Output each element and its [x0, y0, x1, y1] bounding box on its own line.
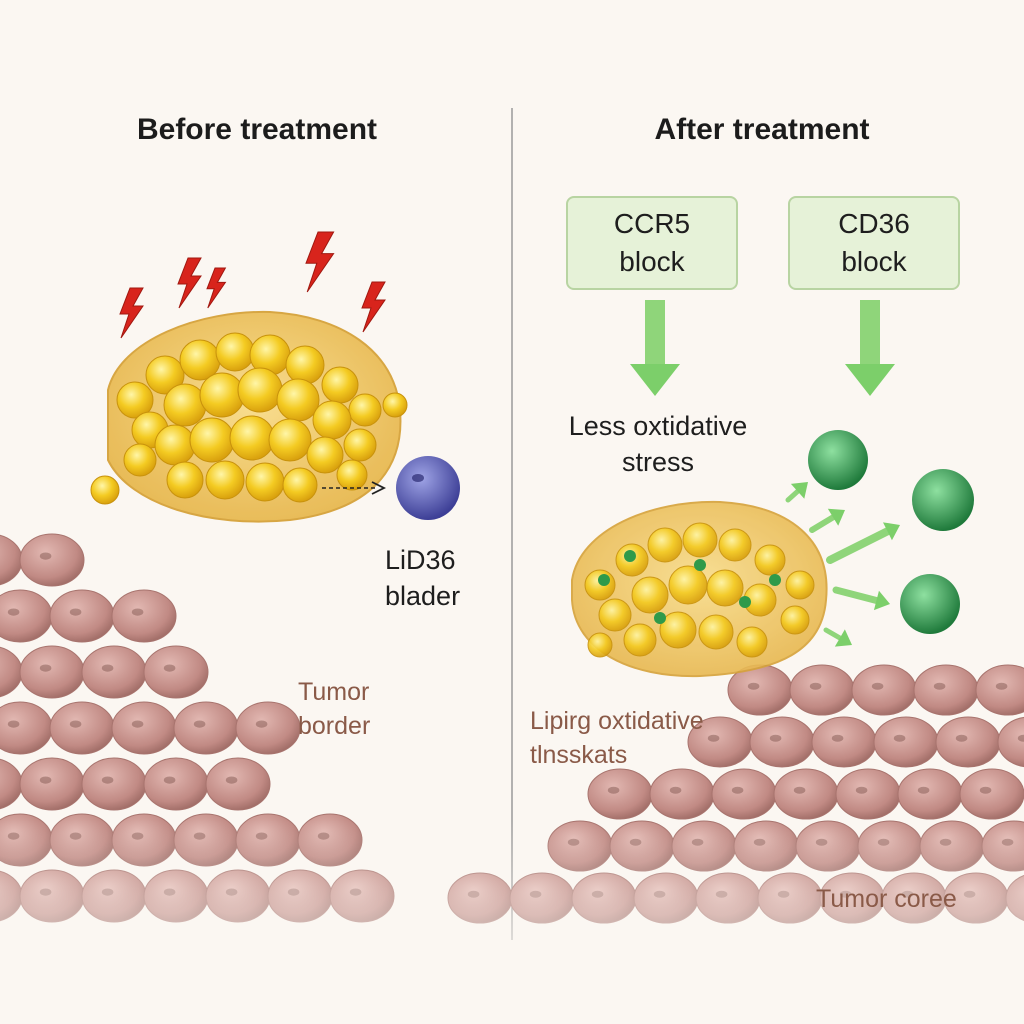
tumor-cell: [835, 768, 901, 820]
ccr5-block-box: CCR5 block: [566, 196, 738, 290]
lipid-droplet: [706, 569, 744, 607]
tumor-cell: [49, 701, 115, 755]
tumor-cell: [81, 645, 147, 699]
tumor-cell: [975, 664, 1024, 716]
effect-label: Less oxtidative stress: [568, 411, 748, 477]
tumor-cell: [19, 757, 85, 811]
tumor-cell: [997, 716, 1024, 768]
lipid-droplet: [382, 392, 408, 418]
lipid-droplet: [163, 383, 207, 427]
lipid-droplet: [312, 400, 352, 440]
immune-cell-blue: [396, 456, 460, 520]
lipid-droplet: [268, 418, 312, 462]
tumor-cell: [773, 768, 839, 820]
before-title: Before treatment: [136, 113, 378, 146]
immune-cell-green: [808, 430, 974, 634]
lipid-droplet: [659, 611, 697, 649]
lipid-droplet: [229, 415, 275, 461]
tumor-cell: [0, 589, 53, 643]
lipid-droplet: [285, 345, 325, 385]
lipid-droplet: [116, 381, 154, 419]
lipid-droplet: [90, 475, 120, 505]
cd36-block-box: CD36 block: [788, 196, 960, 290]
lipid-droplet: [166, 461, 204, 499]
lipid-droplet: [336, 459, 368, 491]
tumor-cell: [235, 701, 301, 755]
tumor-cell: [587, 768, 653, 820]
lipid-droplet: [348, 393, 382, 427]
tumor-cell: [173, 701, 239, 755]
lipid-droplet: [598, 598, 632, 632]
lipid-laden-cell-before: [90, 310, 408, 523]
tumor-cell: [205, 757, 271, 811]
lipid-droplet: [754, 544, 786, 576]
tumor-cell: [811, 716, 877, 768]
lightning-bolt-icon: [119, 231, 386, 339]
tumor-cell: [959, 768, 1024, 820]
arrow-down-icon: [845, 300, 895, 396]
lipid-droplet: [785, 570, 815, 600]
lipid-droplet: [123, 443, 157, 477]
tumor-cell: [81, 757, 147, 811]
tumor-cell: [649, 768, 715, 820]
lipid-droplet: [237, 367, 283, 413]
tumor-cell: [935, 716, 1001, 768]
tumor-cell: [19, 645, 85, 699]
tumor-cell: [913, 664, 979, 716]
lipid-droplet: [199, 372, 245, 418]
arrow-right-icon: [322, 481, 387, 495]
lipid-droplet: [587, 632, 613, 658]
tumor-cell: [19, 533, 85, 587]
lower-label: Lipirg oxtidative tlnsskats: [530, 707, 704, 769]
lipid-droplet: [698, 614, 734, 650]
tumor-cell: [49, 589, 115, 643]
cell-label: LiD36 blader: [385, 545, 461, 611]
lipid-droplet: [154, 424, 196, 466]
arrow-down-icon: [630, 300, 680, 396]
bottom-fade: [0, 820, 1024, 1024]
tumor-cell: [851, 664, 917, 716]
lipid-droplet: [584, 569, 616, 601]
tumor-cell: [143, 645, 209, 699]
lipid-cell-after: [571, 500, 828, 678]
lipid-droplet: [321, 366, 359, 404]
ccr5-block-label: CCR5 block: [613, 208, 691, 277]
lipid-droplet: [736, 626, 768, 658]
lipid-droplet: [668, 565, 708, 605]
tumor-cell: [111, 589, 177, 643]
tumor-cell: [111, 701, 177, 755]
lipid-droplet: [718, 528, 752, 562]
tumor-cell: [143, 757, 209, 811]
lipid-droplet: [145, 355, 185, 395]
cd36-block-label: CD36 block: [838, 208, 910, 277]
lipid-droplet: [647, 527, 683, 563]
lipid-droplet: [205, 460, 245, 500]
tumor-cell: [711, 768, 777, 820]
tumor-core-label: Tumor coree: [816, 885, 957, 913]
tumor-cell: [897, 768, 963, 820]
tumor-border-label: Tumor border: [298, 678, 371, 740]
tumor-cell: [873, 716, 939, 768]
lipid-droplet: [631, 576, 669, 614]
tumor-cell: [789, 664, 855, 716]
lipid-droplet: [276, 378, 320, 422]
lipid-droplet: [189, 417, 235, 463]
lipid-droplet: [343, 428, 377, 462]
arrow-right-icon: [785, 482, 900, 647]
tumor-cell: [0, 701, 53, 755]
after-title: After treatment: [654, 113, 870, 146]
lipid-droplet: [780, 605, 810, 635]
lipid-droplet: [215, 332, 255, 372]
tumor-cell: [0, 534, 23, 586]
tumor-cell: [0, 646, 23, 698]
lipid-droplet: [623, 623, 657, 657]
lipid-droplet: [682, 522, 718, 558]
lipid-droplet: [306, 436, 344, 474]
lipid-droplet: [245, 462, 285, 502]
tumor-cell: [0, 758, 23, 810]
tumor-cell: [749, 716, 815, 768]
lipid-droplet: [282, 467, 318, 503]
